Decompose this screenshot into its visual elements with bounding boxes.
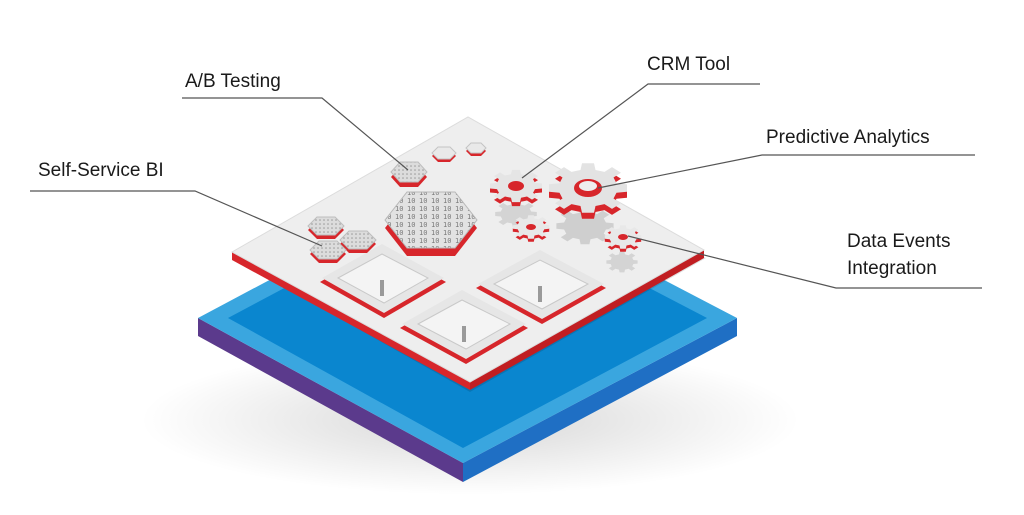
label-crm-tool: CRM Tool (647, 54, 731, 75)
platform-edge-right (470, 250, 704, 390)
data-events-gear (604, 225, 642, 252)
self-service-bi-hexes (307, 216, 377, 263)
callout-line-data-events (627, 235, 982, 289)
small-gear (512, 215, 550, 242)
ab-testing-hexes (390, 142, 487, 187)
label-ab-testing: A/B Testing (185, 71, 281, 92)
platform-edge-left (232, 252, 470, 390)
gears-cluster (490, 163, 642, 273)
callout-line-predictive (597, 154, 975, 189)
callout-lines (30, 83, 982, 289)
base-layer-side-left (198, 318, 463, 482)
label-predictive-analytics: Predictive Analytics (766, 127, 930, 148)
base-layer-side-right (463, 318, 737, 482)
callout-line-crm-tool (521, 83, 760, 179)
label-data-events-line1: Data Events (847, 231, 951, 252)
label-data-events-integration: Data Events Integration (847, 228, 951, 282)
label-self-service-bi: Self-Service BI (38, 160, 164, 181)
callout-line-ab-testing (182, 97, 409, 171)
predictive-gear (549, 163, 627, 219)
chip-socket-left (320, 244, 446, 318)
data-hexagon (384, 191, 478, 256)
chip-socket-right (476, 250, 606, 324)
label-data-events-line2: Integration (847, 258, 937, 279)
platform-surface (232, 117, 704, 382)
callout-line-self-service-bi (30, 190, 323, 247)
crm-gear (490, 169, 542, 207)
chip-socket-bottom (400, 290, 528, 364)
